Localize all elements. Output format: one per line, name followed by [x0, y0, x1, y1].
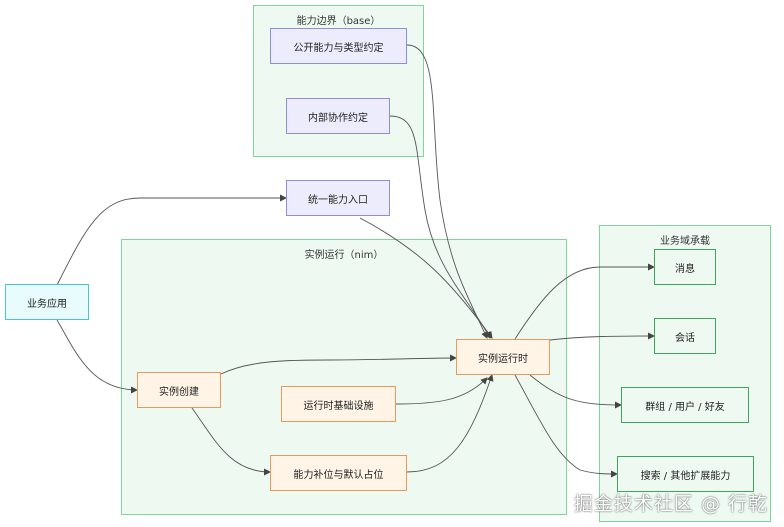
- node-runtime-infra: 运行时基础设施: [281, 386, 396, 422]
- node-internal: 内部协作约定: [286, 98, 390, 134]
- group-domain-title: 业务域承载: [660, 236, 710, 247]
- node-unified-entry: 统一能力入口: [286, 180, 390, 216]
- node-public-api: 公开能力与类型约定: [270, 28, 407, 64]
- node-instance-runtime: 实例运行时: [456, 339, 550, 375]
- node-message: 消息: [654, 249, 716, 285]
- node-business-app: 业务应用: [5, 284, 89, 320]
- node-fallback: 能力补位与默认占位: [270, 455, 407, 491]
- node-group-user-friend: 群组 / 用户 / 好友: [621, 387, 749, 423]
- group-base-title: 能力边界（base）: [296, 16, 381, 27]
- node-search-other: 搜索 / 其他扩展能力: [617, 456, 754, 492]
- node-session: 会话: [654, 318, 716, 354]
- group-nim-title: 实例运行（nim）: [304, 250, 384, 261]
- node-instance-create: 实例创建: [137, 372, 221, 408]
- watermark: 掘金技术社区 @ 行乾: [573, 493, 768, 515]
